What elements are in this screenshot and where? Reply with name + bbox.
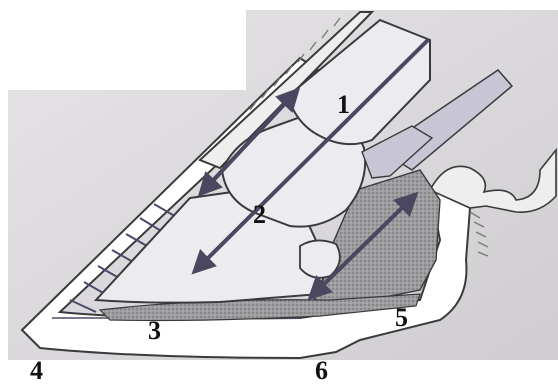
- label-2: 2: [253, 202, 266, 228]
- label-1: 1: [337, 92, 350, 118]
- label-6: 6: [315, 358, 328, 384]
- label-4: 4: [30, 358, 43, 384]
- label-3: 3: [148, 318, 161, 344]
- label-5: 5: [395, 305, 408, 331]
